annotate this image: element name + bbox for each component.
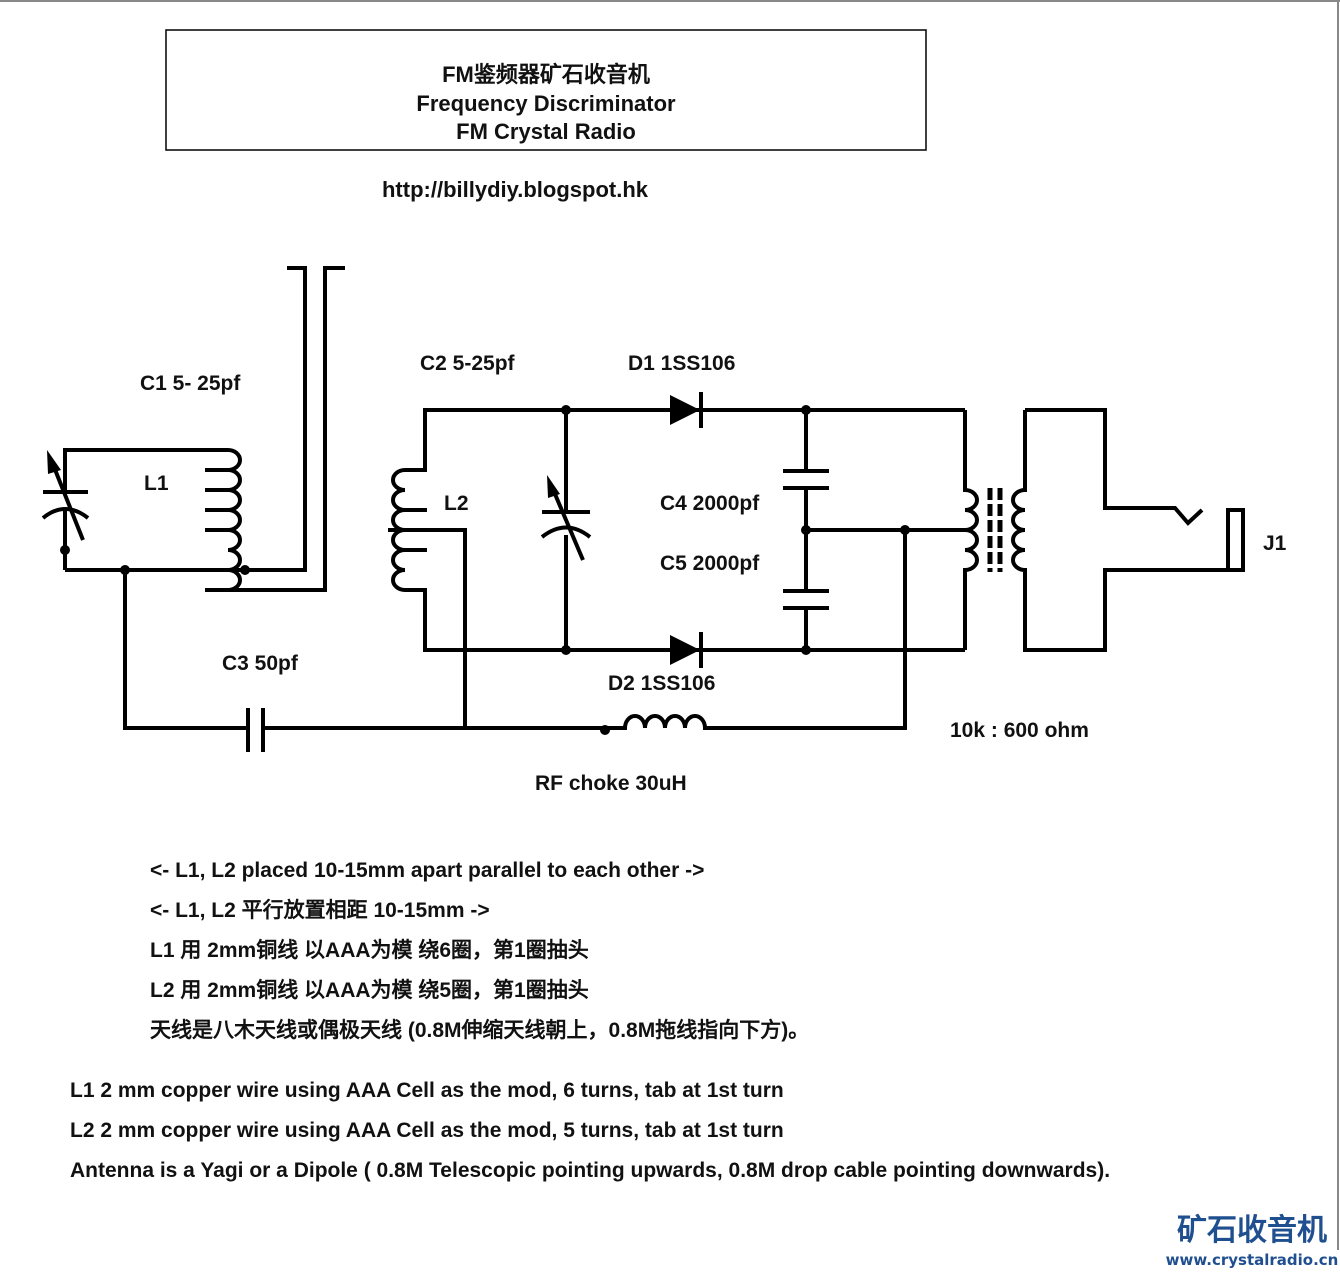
junction-dot <box>561 405 571 415</box>
english-note-line: Antenna is a Yagi or a Dipole ( 0.8M Tel… <box>70 1159 1110 1182</box>
junction-dot <box>60 545 70 555</box>
junction-dot <box>801 645 811 655</box>
c3-capacitor <box>246 708 265 752</box>
label-l1: L1 <box>144 472 169 495</box>
c2-variable-capacitor <box>540 475 592 561</box>
note-line: <- L1, L2 placed 10-15mm apart parallel … <box>150 859 704 882</box>
label-j1: J1 <box>1263 532 1287 555</box>
label-choke: RF choke 30uH <box>535 772 687 795</box>
junction-dot <box>801 405 811 415</box>
label-transformer: 10k : 600 ohm <box>950 719 1089 742</box>
label-c2: C2 5-25pf <box>420 352 516 375</box>
title-box <box>165 29 927 151</box>
transformer-core <box>987 488 1003 572</box>
antenna-element-2 <box>205 266 345 592</box>
c5-capacitor <box>783 589 829 610</box>
note-line: 天线是八木天线或偶极天线 (0.8M伸缩天线朝上，0.8M拖线指向下方)。 <box>150 1018 809 1042</box>
j1-jack <box>1226 508 1245 572</box>
note-line: L2 用 2mm铜线 以AAA为模 绕5圈，第1圈抽头 <box>150 978 589 1002</box>
label-c4: C4 2000pf <box>660 492 760 515</box>
label-d2: D2 1SS106 <box>608 672 715 695</box>
transformer-secondary <box>1011 408 1245 652</box>
rf-choke <box>605 530 907 730</box>
junction-dot <box>801 525 811 535</box>
logo-url: www.crystalradio.cn <box>1166 1251 1339 1269</box>
title-cn: FM鉴频器矿石收音机 <box>442 62 650 87</box>
note-line: L1 用 2mm铜线 以AAA为模 绕6圈，第1圈抽头 <box>150 938 589 962</box>
l2-coil-ties <box>405 508 427 552</box>
junction-dot <box>561 645 571 655</box>
english-note-line: L1 2 mm copper wire using AAA Cell as th… <box>70 1079 784 1102</box>
c1-variable-capacitor <box>41 450 90 541</box>
label-c5: C5 2000pf <box>660 552 760 575</box>
label-d1: D1 1SS106 <box>628 352 735 375</box>
english-note-line: L2 2 mm copper wire using AAA Cell as th… <box>70 1119 784 1142</box>
label-c3: C3 50pf <box>222 652 299 675</box>
l1-loop-wire <box>63 448 228 570</box>
label-c1: C1 5- 25pf <box>140 372 241 395</box>
l2-tap-wire <box>388 528 467 728</box>
title-en: Frequency Discriminator <box>416 91 676 116</box>
label-l2: L2 <box>444 492 469 515</box>
c4-c5-wire <box>804 410 965 650</box>
return-wire <box>123 570 605 730</box>
blog-url[interactable]: http://billydiy.blogspot.hk <box>382 177 649 202</box>
logo-cn: 矿石收音机 <box>1177 1213 1327 1248</box>
antenna-element-1 <box>245 266 307 572</box>
title-sub: FM Crystal Radio <box>456 119 636 144</box>
note-line: <- L1, L2 平行放置相距 10-15mm -> <box>150 898 490 922</box>
d1-diode <box>670 392 703 428</box>
l1-coil-ties <box>205 468 228 532</box>
transformer-primary <box>963 410 979 650</box>
l1-tap-dot <box>240 565 250 575</box>
c4-capacitor <box>783 469 829 490</box>
d2-diode <box>670 632 703 668</box>
